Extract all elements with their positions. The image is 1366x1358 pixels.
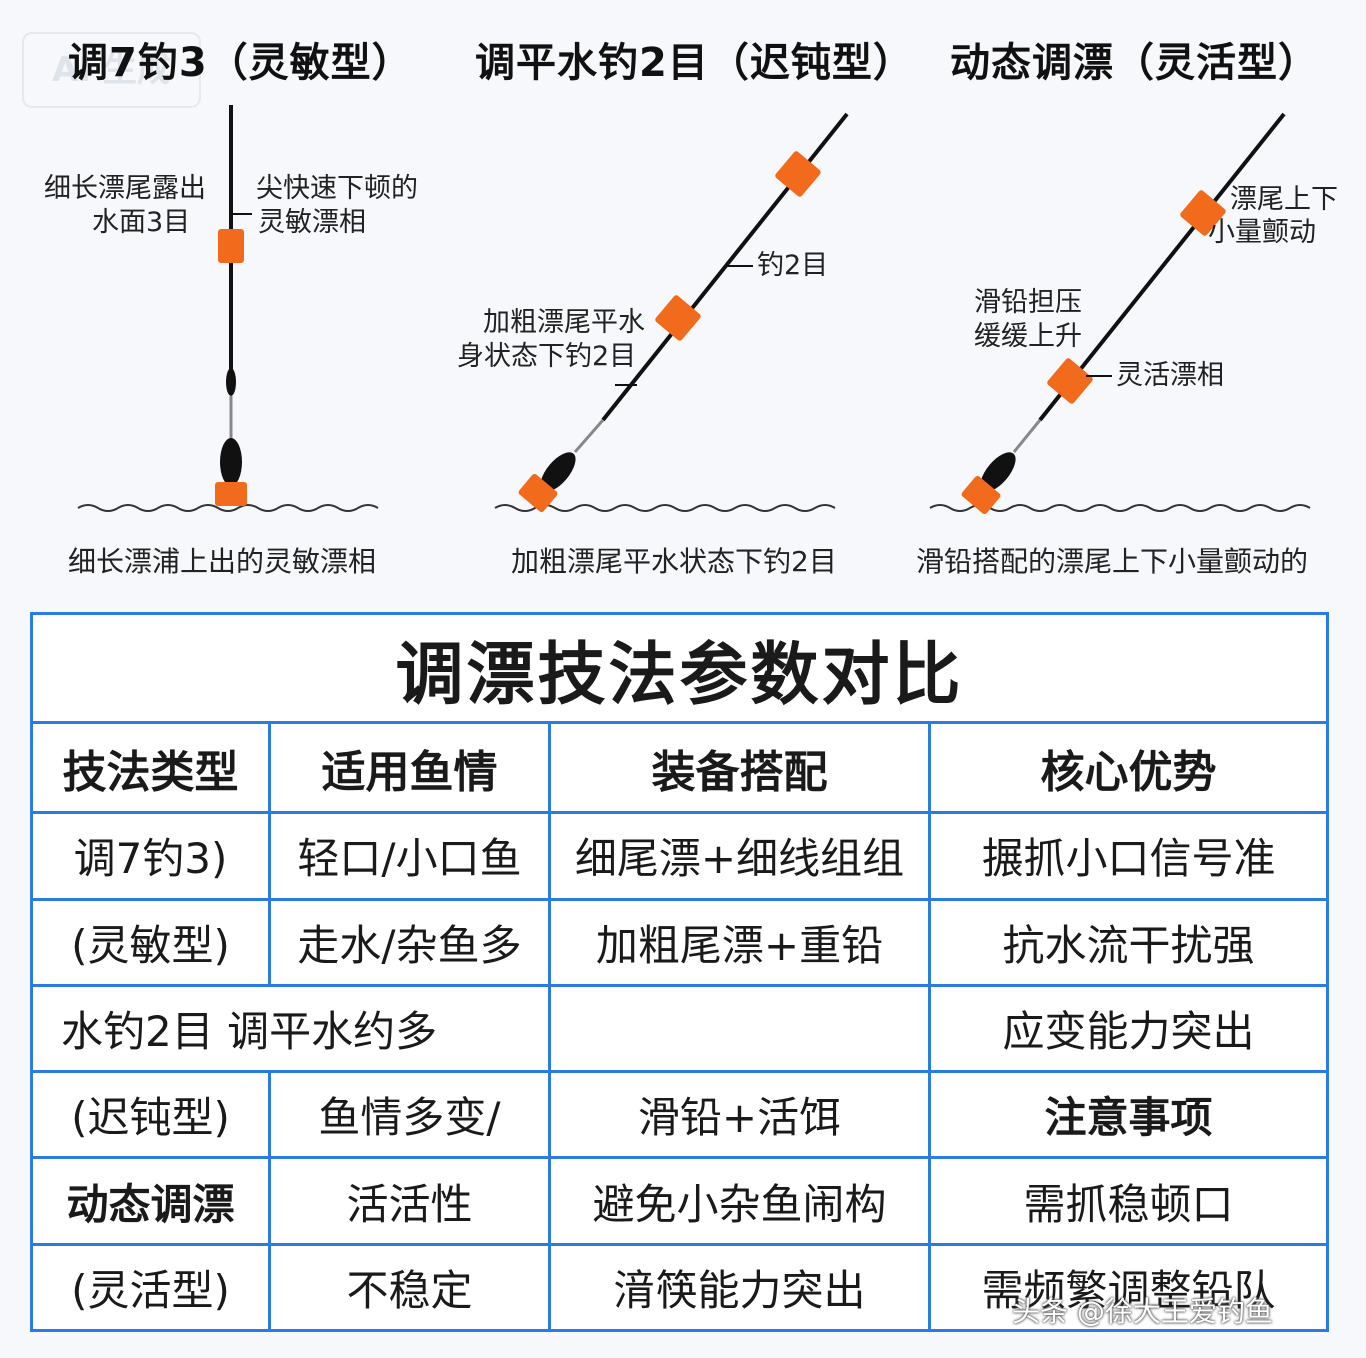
table-cell: 调7钓3) <box>30 811 271 901</box>
annotation: 灵敏漂相 <box>258 207 366 238</box>
table-cell: 搌抓小口信号准 <box>927 811 1330 901</box>
panel-title: 动态调漂（灵活型） <box>950 40 1319 86</box>
table-title: 调漂技法参数对比 <box>29 612 1330 724</box>
table-row: (灵活型) 不稳定 湇筷能力突出 需频繁调整铅队 <box>30 1242 1330 1333</box>
water-wave <box>77 504 379 512</box>
table-cell: 水钓2目 调平水约多 <box>30 983 551 1074</box>
table-cell: 动态调漂 <box>30 1156 271 1246</box>
table-cell: 滑铅+活饵 <box>548 1070 931 1160</box>
annotation: 身状态下钓2目 <box>457 341 637 372</box>
diagram-panel-dull: 调平水钓2目（迟钝型） 钓2目 加粗漂尾平水 身状态下钓2目 加粗漂尾平水状态下… <box>455 0 913 600</box>
float-marker <box>775 151 821 197</box>
water-wave <box>929 504 1311 512</box>
annotation: 缓缓上升 <box>974 321 1082 352</box>
panel-caption: 滑铅搭配的漂尾上下小量颤动的 <box>916 545 1309 578</box>
table-cell: 走水/杂鱼多 <box>268 897 551 987</box>
table-cell: 需频繁调整铅队 <box>927 1242 1330 1333</box>
float-diagram <box>77 105 379 512</box>
comparison-table: 调漂技法参数对比 技法类型 适用鱼情 装备搭配 核心优势 调7钓3) 轻口/小口… <box>29 612 1330 1333</box>
table-row: (迟钝型) 鱼情多变/ 滑铅+活饵 注意事项 <box>30 1070 1330 1160</box>
float-marker <box>518 473 558 513</box>
water-wave <box>494 504 836 512</box>
table-row: (灵敏型) 走水/杂鱼多 加粗尾漂+重铅 抗水流干扰强 <box>30 897 1330 987</box>
panel-caption: 细长漂浦上出的灵敏漂相 <box>68 545 377 578</box>
table-row: 动态调漂 活活性 避免小杂鱼闹构 需抓稳顿口 <box>30 1156 1330 1246</box>
float-body <box>980 452 1016 492</box>
float-marker <box>1180 190 1226 236</box>
table-cell: 鱼情多变/ <box>268 1070 551 1160</box>
annotation: 水面3目 <box>92 207 191 238</box>
panel-title: 调平水钓2目（迟钝型） <box>475 40 914 86</box>
table-cell: 避免小杂鱼闹构 <box>548 1156 931 1246</box>
diagram-panel-flexible: 动态调漂（灵活型） 漂尾上下 小量颤动 滑铅担压 缓缓上升 灵活漂相 滑铅搭配的… <box>910 0 1366 600</box>
float-marker <box>961 475 1001 515</box>
table-cell: 湇筷能力突出 <box>548 1242 931 1333</box>
float-marker <box>218 229 244 263</box>
table-cell: 细尾漂+细线组组 <box>548 811 931 901</box>
table-cell: 应变能力突出 <box>927 983 1330 1074</box>
column-header: 技法类型 <box>30 720 271 815</box>
annotation: 滑铅担压 <box>974 287 1082 318</box>
annotation: 加粗漂尾平水 <box>483 307 645 338</box>
table-row: 调7钓3) 轻口/小口鱼 细尾漂+细线组组 搌抓小口信号准 <box>30 811 1330 901</box>
ai-generated-logo: AI 生成 <box>22 32 201 108</box>
table-cell <box>548 983 931 1074</box>
table-cell: 需抓稳顿口 <box>927 1156 1330 1246</box>
table-cell: 抗水流干扰强 <box>927 897 1330 987</box>
table-cell: 活活性 <box>268 1156 551 1246</box>
watermark: 头条 @徐大王爱钓鱼 <box>1012 1295 1273 1328</box>
table-cell: 注意事项 <box>927 1070 1330 1160</box>
annotation: 灵活漂相 <box>1116 360 1224 391</box>
annotation: 细长漂尾露出 <box>44 173 206 204</box>
column-header: 适用鱼情 <box>268 720 551 815</box>
table-cell: 轻口/小口鱼 <box>268 811 551 901</box>
panel-caption: 加粗漂尾平水状态下钓2目 <box>511 545 837 578</box>
float-diagram <box>929 112 1311 515</box>
annotation: 漂尾上下 <box>1230 184 1338 215</box>
annotation: 小量颤动 <box>1208 217 1316 248</box>
float-marker <box>1047 358 1093 404</box>
float-body <box>220 438 242 486</box>
annotation: 钓2目 <box>757 250 829 281</box>
table-row: 水钓2目 调平水约多 应变能力突出 <box>30 983 1330 1074</box>
float-diagram <box>494 112 849 513</box>
annotation: 尖快速下顿的 <box>256 173 418 204</box>
table-title-row: 调漂技法参数对比 <box>29 612 1330 724</box>
column-header: 装备搭配 <box>548 720 931 815</box>
float-marker <box>655 295 701 341</box>
float-body <box>540 452 576 492</box>
table-cell: (灵敏型) <box>30 897 271 987</box>
table-cell: 不稳定 <box>268 1242 551 1333</box>
diagram-panel-sensitive: 调7钓3（灵敏型） 细长漂尾露出 水面3目 尖快速下顿的 灵敏漂相 细长漂浦上出… <box>0 0 455 600</box>
table-cell: (迟钝型) <box>30 1070 271 1160</box>
float-marker <box>215 482 247 506</box>
table-header-row: 技法类型 适用鱼情 装备搭配 核心优势 <box>30 720 1330 815</box>
table-cell: 加粗尾漂+重铅 <box>548 897 931 987</box>
panel-title: 调7钓3（灵敏型） <box>68 40 413 86</box>
column-header: 核心优势 <box>927 720 1330 815</box>
table-cell: (灵活型) <box>30 1242 271 1333</box>
